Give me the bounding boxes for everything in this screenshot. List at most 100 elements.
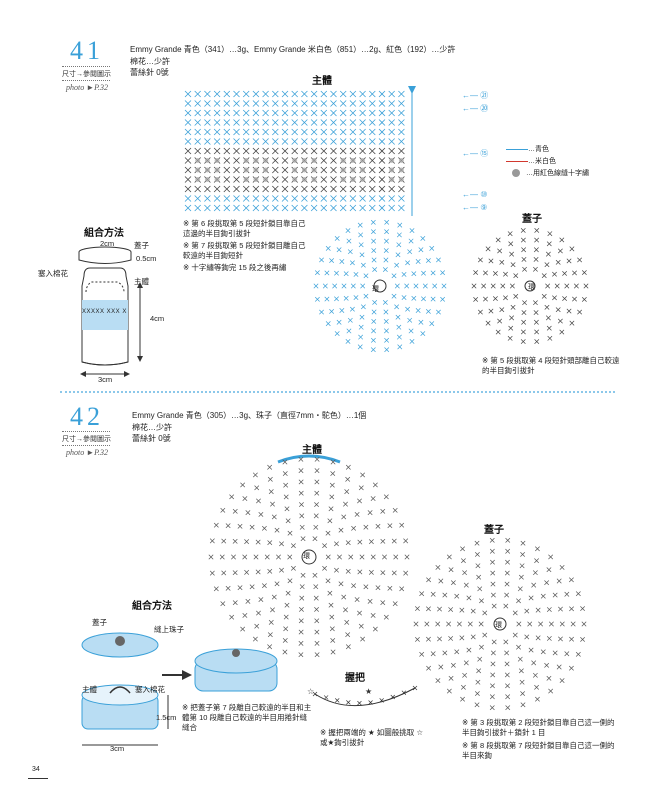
stitch-mark [507,231,513,237]
stitch-mark [370,229,376,235]
stitch-mark [369,90,376,98]
stitch-mark [329,308,335,314]
stitch-mark [272,195,279,202]
stitch-mark [358,485,364,491]
stitch-mark [473,270,479,276]
stitch-mark [489,694,495,700]
stitch-mark [531,660,537,666]
stitch-mark [359,100,366,107]
stitch-mark [291,109,298,117]
stitch-mark [401,271,407,277]
stitch-mark [267,644,273,650]
stitch-mark [242,612,248,618]
stitch-mark [300,536,306,542]
stitch-mark [520,329,526,335]
stitch-mark [369,109,376,117]
stitch-mark [325,578,331,584]
stitch-mark [329,258,335,264]
stitch-mark [339,147,347,155]
stitch-mark [337,554,342,560]
stitch-mark [349,204,357,212]
handle-chart: ☆ ★ [307,685,418,707]
stitch-mark [517,586,523,592]
stitch-mark [482,632,488,638]
stitch-mark [255,569,261,575]
stitch-mark [371,328,376,334]
stitch-mark [474,551,480,557]
stitch-mark [519,563,525,569]
stitch-mark [371,238,376,244]
lid-height-label: 0.5cm [136,254,157,263]
stitch-mark [213,185,221,193]
stitch-mark [290,565,296,571]
photo-reference: photo ►P.32 [66,448,108,457]
stitch-mark [470,608,476,614]
stitch-mark [298,468,304,474]
stitch-mark [341,514,347,520]
stitch-mark [375,585,381,591]
stitch-mark [388,119,395,126]
stitch-mark [349,306,355,312]
stitch-mark [285,590,291,596]
stitch-mark [513,293,519,299]
stitch-mark [426,577,432,583]
stitch-mark [528,595,534,601]
stitch-mark [204,138,211,145]
stitch-mark [298,629,304,635]
stitch-mark [521,257,527,262]
stitch-mark [194,119,201,126]
stitch-mark [281,185,289,193]
stitch-mark [204,109,211,117]
stitch-mark [359,176,366,183]
stitch-mark [314,640,320,646]
stitch-mark [466,647,472,653]
assembly-title: 組合方法 [132,601,172,612]
stitch-mark [384,328,389,334]
stitch-mark [413,283,419,289]
number-underline [62,445,110,446]
stitch-mark [407,317,413,323]
stitch-mark [564,591,570,597]
stitch-mark [359,314,365,320]
stitch-mark [204,90,211,98]
stitch-mark [408,238,414,244]
stitch-mark [242,128,250,136]
stitch-mark [559,678,565,684]
stitch-mark [388,109,395,117]
stitch-mark [378,100,386,107]
stitch-mark [425,308,431,314]
stitch-mark [577,257,583,263]
stitch-mark [399,586,405,592]
stitch-mark [330,166,337,174]
stitch-mark [310,157,318,164]
stitch-mark [564,283,570,289]
stitch-mark [357,498,362,504]
stitch-mark [301,100,308,107]
stitch-mark [532,672,538,678]
stitch-mark [322,565,328,571]
stitch-mark [345,632,351,638]
stitch-mark [329,482,335,488]
stitch-mark [314,456,320,462]
stitch-mark [391,273,397,279]
stitch-mark [388,128,395,136]
stitch-mark [533,247,539,253]
stitch-mark [441,283,447,289]
stitch-mark [545,283,551,289]
stitch-mark [544,304,550,310]
stitch-mark [379,698,384,703]
stitch-mark [213,166,221,174]
stitch-mark [233,185,240,193]
stitch-mark [272,147,279,155]
stitch-mark [339,259,345,264]
stitch-mark [287,554,293,560]
stitch-mark [244,539,250,545]
stitch-mark [301,90,308,98]
stitch-mark [353,295,359,301]
stitch-mark [213,522,219,528]
stitch-mark [291,128,298,136]
stitch-mark [359,166,366,174]
stitch-mark [330,157,337,164]
stitch-mark [334,296,339,302]
stitch-mark [354,511,360,517]
